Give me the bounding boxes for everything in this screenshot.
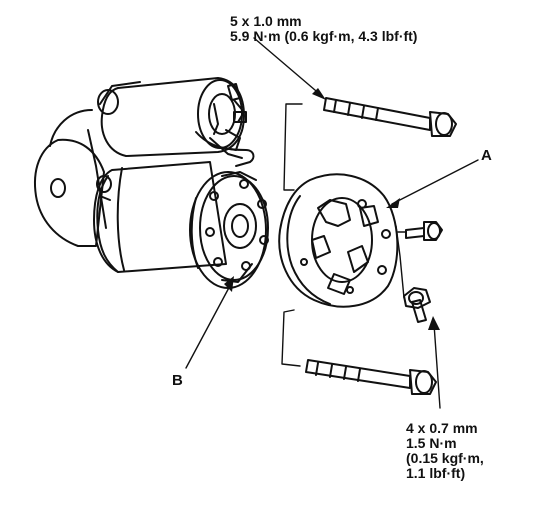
torque-spec-screw: 4 x 0.7 mm 1.5 N·m (0.15 kgf·m, 1.1 lbf·… <box>406 421 484 481</box>
spec-bottom-kgf: (0.15 kgf·m, <box>406 450 484 466</box>
solenoid <box>100 77 245 157</box>
spec-bottom-lbf: 1.1 lbf·ft) <box>406 465 466 481</box>
cover-hole <box>259 235 269 245</box>
cap-hole <box>300 258 308 266</box>
align-line-right <box>395 225 405 299</box>
spec-top-size: 5 x 1.0 mm <box>230 13 302 29</box>
motor-yoke <box>93 161 227 273</box>
terminal-nut <box>233 111 247 123</box>
arrowhead-spec-top <box>312 88 326 100</box>
spec-bottom-torque: 1.5 N·m <box>406 435 457 451</box>
starter-motor <box>34 77 269 289</box>
brush-holder-a <box>278 173 399 308</box>
drive-housing <box>34 138 105 247</box>
leader-spec-bottom <box>433 323 441 409</box>
cover-hole <box>205 227 215 237</box>
torque-spec-through-bolt: 5 x 1.0 mm 5.9 N·m (0.6 kgf·m, 4.3 lbf·f… <box>230 14 417 44</box>
flange-bolt-hole-left <box>50 178 66 198</box>
through-bolt-lower <box>305 359 437 395</box>
cover-hole <box>239 179 249 189</box>
field-wire <box>195 131 255 167</box>
end-cover-bushing <box>223 203 257 249</box>
small-screw-upper <box>405 221 443 241</box>
small-screw-lower <box>403 287 431 323</box>
through-bolt-upper <box>323 97 457 137</box>
leader-spec-top <box>253 37 323 97</box>
callout-label-b: B <box>172 372 183 389</box>
cover-hole <box>209 191 219 201</box>
cap-hole <box>377 265 387 275</box>
cover-hole <box>213 257 223 267</box>
align-line-top <box>283 103 303 191</box>
leader-a <box>391 159 479 205</box>
spec-bottom-size: 4 x 0.7 mm <box>406 420 478 436</box>
cap-hole <box>346 286 354 294</box>
arrowhead-b <box>224 276 234 292</box>
leader-b <box>185 281 233 369</box>
leader-lines <box>185 37 479 409</box>
cap-center-opening <box>311 197 373 283</box>
cap-hole <box>381 229 391 239</box>
spec-top-torque: 5.9 N·m (0.6 kgf·m, 4.3 lbf·ft) <box>230 28 418 44</box>
solenoid-terminal <box>227 83 241 101</box>
arrowhead-spec-bottom <box>428 316 440 330</box>
align-line-bottom <box>281 309 301 367</box>
end-cover <box>189 171 269 289</box>
arrowhead-a <box>386 198 400 208</box>
cover-hole <box>257 199 267 209</box>
callout-label-a: A <box>481 147 492 164</box>
cap-hole <box>357 199 367 209</box>
